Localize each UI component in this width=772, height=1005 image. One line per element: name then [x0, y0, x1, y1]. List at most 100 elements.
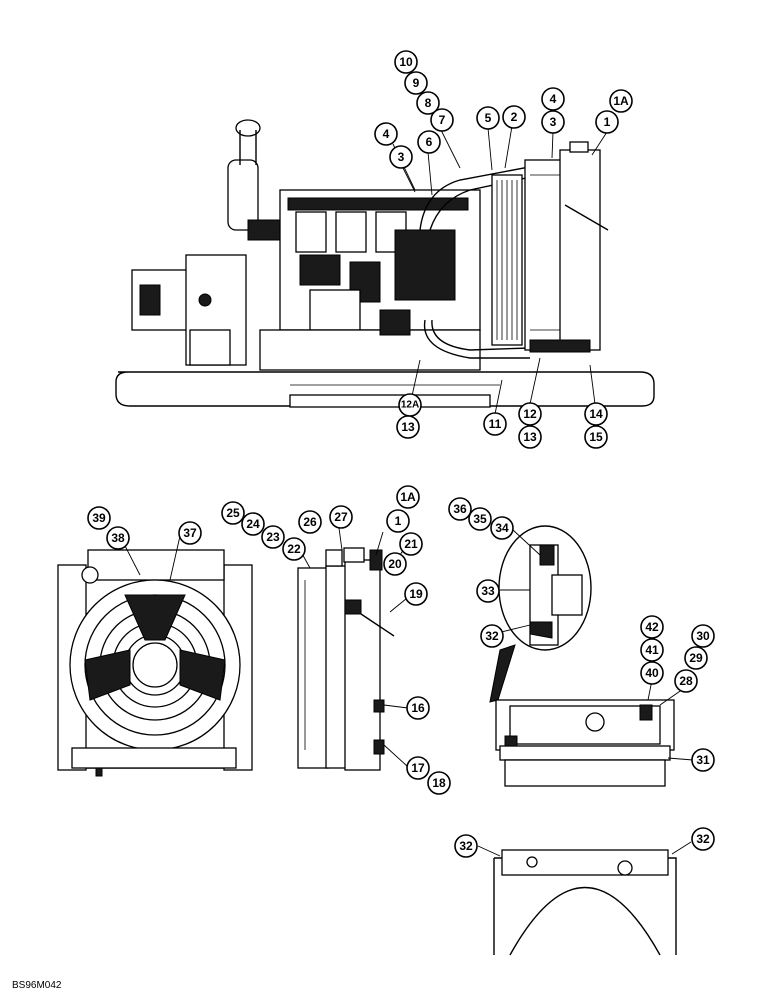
callout-40: 40 [640, 661, 664, 685]
radiator-bottom-view [495, 699, 675, 787]
svg-text:8: 8 [425, 96, 432, 110]
svg-text:30: 30 [696, 629, 710, 643]
svg-text:32: 32 [459, 839, 473, 853]
radiator-front-fan-view [57, 549, 253, 777]
svg-text:1: 1 [395, 514, 402, 528]
svg-text:35: 35 [473, 512, 487, 526]
svg-text:36: 36 [453, 502, 467, 516]
svg-text:3: 3 [398, 150, 405, 164]
callout-38: 38 [106, 526, 130, 550]
callout-30: 30 [691, 624, 715, 648]
callout-20: 20 [383, 552, 407, 576]
svg-text:5: 5 [485, 111, 492, 125]
callout-27: 27 [329, 505, 353, 529]
svg-text:41: 41 [645, 643, 659, 657]
svg-text:18: 18 [432, 776, 446, 790]
svg-text:19: 19 [409, 587, 423, 601]
leader-lines [121, 125, 694, 857]
callout-34: 34 [490, 516, 514, 540]
svg-text:4: 4 [383, 127, 390, 141]
svg-text:26: 26 [303, 515, 317, 529]
callout-19: 19 [404, 582, 428, 606]
callout-22: 22 [282, 537, 306, 561]
callout-9: 9 [404, 71, 428, 95]
svg-text:3: 3 [550, 115, 557, 129]
svg-text:9: 9 [413, 76, 420, 90]
shroud-bracket-detail-view [489, 525, 592, 703]
callout-25: 25 [221, 501, 245, 525]
callout-31: 31 [691, 748, 715, 772]
svg-text:39: 39 [92, 511, 106, 525]
svg-text:33: 33 [481, 584, 495, 598]
svg-text:16: 16 [411, 701, 425, 715]
svg-text:2: 2 [511, 110, 518, 124]
callout-13: 13 [396, 415, 420, 439]
callout-1: 1 [595, 110, 619, 134]
svg-text:24: 24 [246, 517, 260, 531]
svg-text:37: 37 [183, 526, 197, 540]
fan-shroud-end-view [493, 849, 677, 956]
callout-1: 1 [386, 509, 410, 533]
svg-text:14: 14 [589, 407, 603, 421]
callout-4: 4 [541, 87, 565, 111]
callout-3: 3 [541, 110, 565, 134]
svg-text:23: 23 [266, 530, 280, 544]
svg-text:12: 12 [523, 407, 537, 421]
callout-10: 10 [394, 50, 418, 74]
svg-text:31: 31 [696, 753, 710, 767]
callout-17: 17 [406, 756, 430, 780]
callout-bubbles: 10 9 8 7 5 2 4 3 1A 1 4 3 6 12A 13 11 12… [87, 50, 715, 858]
callout-3: 3 [389, 145, 413, 169]
svg-text:25: 25 [226, 506, 240, 520]
figure-code: BS96M042 [12, 980, 62, 991]
svg-text:1A: 1A [613, 94, 629, 108]
callout-32: 32 [454, 834, 478, 858]
callout-41: 41 [640, 638, 664, 662]
callout-5: 5 [476, 106, 500, 130]
callout-26: 26 [298, 510, 322, 534]
svg-text:1A: 1A [400, 490, 416, 504]
svg-text:32: 32 [485, 629, 499, 643]
svg-text:27: 27 [334, 510, 348, 524]
svg-text:7: 7 [439, 113, 446, 127]
callout-28: 28 [674, 669, 698, 693]
callout-16: 16 [406, 696, 430, 720]
svg-text:21: 21 [404, 537, 418, 551]
callout-15: 15 [584, 425, 608, 449]
callout-1a: 1A [609, 89, 633, 113]
engine-radiator-assembly-view [115, 119, 655, 408]
callout-4: 4 [374, 122, 398, 146]
callout-23: 23 [261, 525, 285, 549]
callout-12: 12 [518, 402, 542, 426]
callout-24: 24 [241, 512, 265, 536]
callout-42: 42 [640, 615, 664, 639]
callout-36: 36 [448, 497, 472, 521]
callout-6: 6 [417, 130, 441, 154]
callout-11: 11 [483, 412, 507, 436]
callout-21: 21 [399, 532, 423, 556]
callout-2: 2 [502, 105, 526, 129]
svg-text:6: 6 [426, 135, 433, 149]
callout-37: 37 [178, 521, 202, 545]
svg-text:10: 10 [399, 55, 413, 69]
svg-text:32: 32 [696, 832, 710, 846]
callout-39: 39 [87, 506, 111, 530]
svg-text:42: 42 [645, 620, 659, 634]
callout-14: 14 [584, 402, 608, 426]
callout-32: 32 [480, 624, 504, 648]
svg-text:20: 20 [388, 557, 402, 571]
callout-18: 18 [427, 771, 451, 795]
svg-text:13: 13 [401, 420, 415, 434]
svg-text:13: 13 [523, 430, 537, 444]
svg-text:34: 34 [495, 521, 509, 535]
callout-1a: 1A [396, 485, 420, 509]
radiator-side-view [297, 547, 395, 771]
callout-12a: 12A [398, 393, 422, 417]
svg-text:12A: 12A [401, 400, 419, 411]
callout-33: 33 [476, 579, 500, 603]
callout-8: 8 [416, 91, 440, 115]
svg-text:38: 38 [111, 531, 125, 545]
svg-text:28: 28 [679, 674, 693, 688]
